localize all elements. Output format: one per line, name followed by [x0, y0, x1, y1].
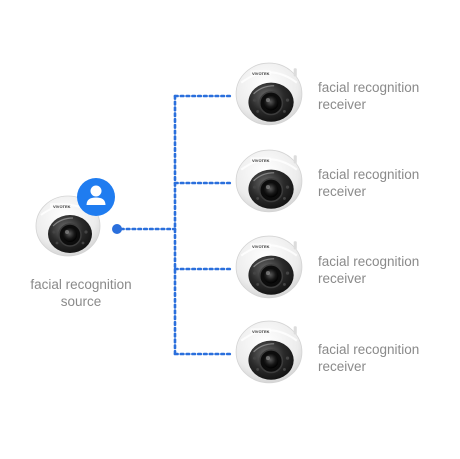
receiver-label-2-line2: receiver — [318, 184, 367, 199]
receiver-label-1-line1: facial recognition — [318, 80, 420, 95]
receiver-label-2: facial recognition receiver — [318, 166, 419, 200]
receiver-camera-4-brand: VIVOTEK — [252, 329, 270, 334]
receiver-camera-1-brand: VIVOTEK — [252, 71, 270, 76]
connector-source-dot — [112, 224, 122, 234]
source-label-line1: facial recognition — [30, 277, 132, 292]
receiver-camera-1: VIVOTEK — [235, 62, 303, 126]
receiver-camera-4: VIVOTEK — [235, 320, 303, 384]
receiver-label-3: facial recognition receiver — [318, 253, 419, 287]
user-badge-icon — [77, 178, 115, 216]
receiver-camera-3-brand: VIVOTEK — [252, 244, 270, 249]
source-camera: VIVOTEK — [35, 195, 101, 257]
receiver-label-3-line1: facial recognition — [318, 254, 420, 269]
receiver-camera-3: VIVOTEK — [235, 235, 303, 299]
source-label-line2: source — [60, 294, 102, 309]
receiver-camera-2: VIVOTEK — [235, 149, 303, 213]
receiver-label-4-line1: facial recognition — [318, 342, 420, 357]
source-label: facial recognition source — [20, 276, 142, 310]
receiver-label-2-line1: facial recognition — [318, 167, 420, 182]
receiver-label-4: facial recognition receiver — [318, 341, 419, 375]
receiver-label-4-line2: receiver — [318, 359, 367, 374]
receiver-label-3-line2: receiver — [318, 271, 367, 286]
source-camera-brand: VIVOTEK — [53, 204, 71, 209]
receiver-label-1: facial recognition receiver — [318, 79, 419, 113]
receiver-label-1-line2: receiver — [318, 97, 367, 112]
connector-lines — [119, 94, 232, 356]
receiver-camera-2-brand: VIVOTEK — [252, 158, 270, 163]
